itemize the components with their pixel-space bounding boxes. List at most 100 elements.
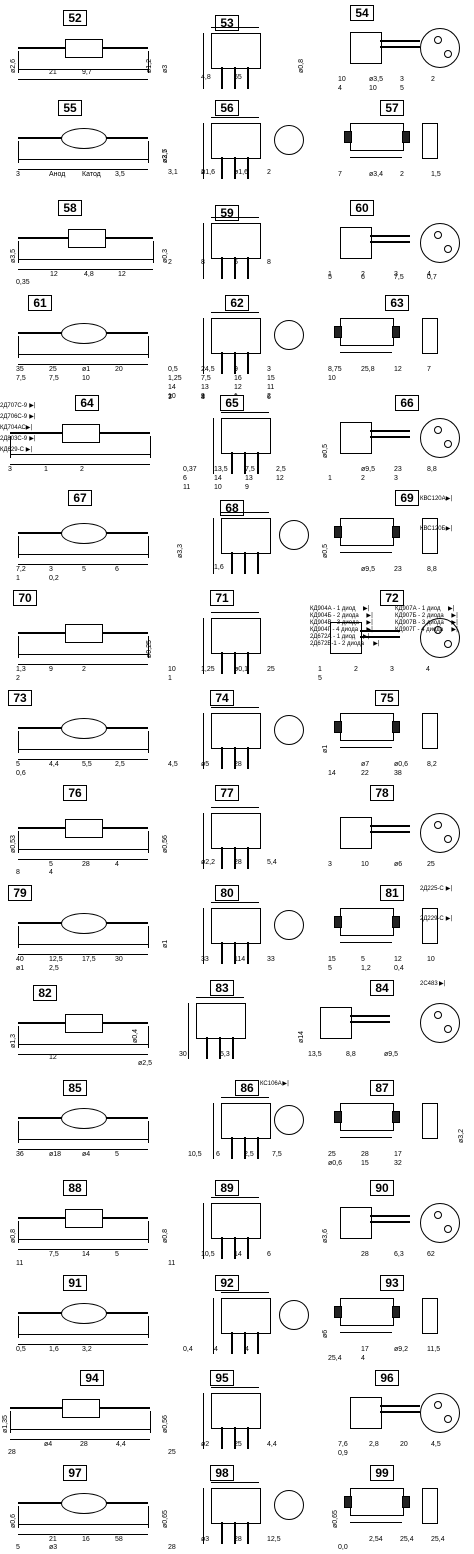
dimension-label: 4,8 [84,271,94,278]
part-number-label: КД629-С [0,447,24,453]
component-body [221,1298,271,1334]
dimension-line [18,664,148,665]
dimension-label: 1,6 [49,1346,59,1353]
extension-line [148,1506,149,1528]
drawing-number-badge: 83 [210,980,234,996]
dimension-label: ø0,6 [394,761,409,768]
top-view-outline [274,125,304,155]
extension-line [18,926,19,948]
component-body [340,817,372,849]
pin-lead [234,652,236,674]
component-body [65,819,103,838]
pin-lead [247,942,249,964]
component-body [61,1303,107,1324]
diode-symbol-icon: ▶| [29,402,36,409]
dimension-label: ø2,5 [138,1060,153,1067]
dimension-line [18,169,148,170]
dimension-line [18,1534,148,1535]
pad [392,1306,400,1318]
drawing-number-badge: 64 [75,395,99,411]
pin-circle [444,1225,452,1233]
extension-line [148,1221,149,1243]
pin-lead [234,942,236,964]
dimension-label: ø0,6 [328,1160,343,1167]
dimension-label: 7 [168,394,172,401]
diode-symbol-icon: ▶| [363,605,370,612]
dimension-label: 4 [427,271,431,278]
dimension-line [340,552,392,553]
component-body [211,713,261,749]
dimension-label: 23 [394,466,402,473]
dimension-label: 3 [16,171,20,178]
component-body [211,1393,261,1429]
axial-lead [350,1015,390,1017]
dimension-label: 25,8 [361,366,375,373]
pin-lead [257,1332,259,1354]
component-body [211,1488,261,1524]
pin-circle [434,231,442,239]
pad [334,1111,342,1123]
dimension-line [196,997,244,998]
pin-lead [221,67,223,89]
dimension-label: 1,3 [16,666,26,673]
pin-circle [434,426,442,434]
axial-lead [380,40,420,42]
part-number-label: КВС120А [420,496,446,502]
drawing-number-badge: 65 [220,395,244,411]
component-body [61,323,107,344]
part-number-label: 2Д706С-9 [0,414,28,420]
drawing-number-badge: 82 [33,985,57,1001]
dimension-label: ø7 [361,761,370,768]
dimension-label: 2 [201,169,205,176]
dimension-line [18,364,148,365]
dimension-label: 4 [115,861,119,868]
dimension-label: 8,8 [346,1051,356,1058]
component-body [211,908,261,944]
dimension-line [340,942,392,943]
dimension-label: 7,5 [16,375,26,382]
extension-line [10,1411,11,1433]
dimension-label: 10 [427,956,435,963]
axial-lead [370,1215,410,1217]
dimension-line [221,412,269,413]
top-view-outline [274,715,304,745]
pin-lead [221,1237,223,1259]
dimension-label: 0,6 [16,770,26,777]
dimension-label: ø0,4 [132,1028,139,1043]
dimension-label: 11 [183,484,191,491]
dimension-label: 11,5 [427,1346,441,1353]
dimension-label: 7,5 [201,375,211,382]
component-body [62,424,100,443]
dimension-label: 25,4 [328,1355,342,1362]
part-number-label: КД904Б - 2 диода [310,613,359,619]
top-view-outline [274,1490,304,1520]
dimension-label: 1,6 [214,564,224,571]
dimension-label: 0,0 [338,1544,348,1551]
pin-lead [247,157,249,179]
dimension-line [350,1522,402,1523]
pin-lead [234,157,236,179]
side-view [422,1488,438,1524]
diode-symbol-icon: ▶| [445,915,453,922]
dimension-label: 7 [427,366,431,373]
drawing-number-badge: 57 [380,100,404,116]
extension-line [150,1411,151,1433]
dimension-label: 4 [49,869,53,876]
pin-lead [221,257,223,279]
drawing-number-badge: 87 [370,1080,394,1096]
dimension-label: 4 [361,1355,365,1362]
dimension-label: ø3 [201,1536,210,1543]
dimension-line [211,117,259,118]
pin-circle [434,1011,442,1019]
dimension-label: 12 [394,366,402,373]
axial-lead [370,825,410,827]
top-view-outline [279,1300,309,1330]
dimension-line [18,654,148,655]
dimension-label: 12 [50,271,58,278]
